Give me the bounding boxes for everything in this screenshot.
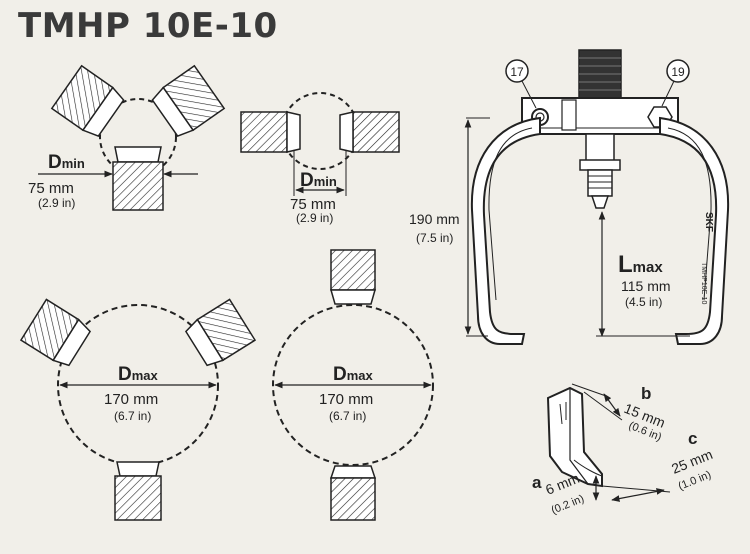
callout-17-text: 17: [510, 65, 524, 79]
three-jaw-min-view: Dmin 75 mm (2.9 in): [28, 64, 226, 211]
jaw-three-max-left: [19, 298, 92, 367]
arm-brand: SKF: [703, 212, 714, 232]
height-value-in: (7.5 in): [416, 231, 453, 245]
spindle-tip: [590, 195, 610, 209]
b-dimension-arrow: [603, 393, 621, 417]
arm-model-marking: TMHP10E-10: [700, 262, 707, 305]
b-letter: b: [641, 384, 651, 403]
max-circle-two: [272, 304, 434, 466]
two-jaw-min-view: Dmin 75 mm (2.9 in): [240, 92, 400, 225]
callout-19-text: 19: [671, 65, 685, 79]
reach-label: Lmax: [618, 251, 663, 278]
jaw-tip-body: [546, 386, 603, 488]
right-arm: [659, 116, 730, 345]
dmin-three-label: Dmin: [48, 152, 85, 173]
jaw-three-min-right: [151, 64, 226, 138]
jaw-three-min-bottom: [112, 146, 164, 211]
a-value-in: (0.2 in): [550, 493, 586, 517]
puller-side-view: 17 19 SKF TMHP10E-10 190 mm (7.5 in) Lma…: [409, 49, 730, 345]
reach-value: 115 mm: [621, 278, 671, 294]
dmin-two-value: 75 mm: [290, 196, 336, 213]
jaw-two-max-bottom: [329, 465, 377, 521]
dmax-three-label: Dmax: [118, 364, 159, 385]
jaw-three-min-left: [50, 64, 125, 138]
reach-value-in: (4.5 in): [625, 295, 662, 309]
jaw-tip-detail: b 15 mm (0.6 in) c 25 mm (1.0 in) a 6 mm…: [532, 383, 715, 517]
dmin-two-value-in: (2.9 in): [296, 211, 333, 225]
jaw-three-max-right: [184, 298, 257, 367]
jaw-two-max-top: [330, 249, 376, 305]
dmax-two-value: 170 mm: [319, 391, 373, 408]
callout-19: [666, 59, 690, 83]
dmax-three-value-in: (6.7 in): [114, 409, 151, 423]
height-value: 190 mm: [409, 211, 460, 227]
left-arm: [470, 116, 541, 345]
a-letter: a: [532, 473, 542, 492]
three-jaw-max-view: Dmax 170 mm (6.7 in): [19, 298, 257, 521]
page-title: TMHP 10E-10: [18, 6, 278, 46]
min-circle-three: [99, 98, 177, 176]
dmax-two-label: Dmax: [333, 364, 374, 385]
dmax-three-value: 170 mm: [104, 391, 158, 408]
dmin-three-value: 75 mm: [28, 180, 74, 197]
callout-17: [505, 59, 529, 83]
dmin-two-label: Dmin: [300, 170, 337, 191]
jaw-three-max-bottom: [114, 461, 162, 521]
jaw-two-min-left: [240, 111, 301, 153]
c-letter: c: [688, 429, 697, 448]
two-jaw-max-view: Dmax 170 mm (6.7 in): [272, 249, 434, 521]
a-value: 6 mm: [543, 470, 581, 498]
dmax-two-value-in: (6.7 in): [329, 409, 366, 423]
c-dimension-arrow: [611, 488, 665, 502]
jaw-two-min-right: [339, 111, 400, 153]
dmin-three-value-in: (2.9 in): [38, 196, 75, 210]
